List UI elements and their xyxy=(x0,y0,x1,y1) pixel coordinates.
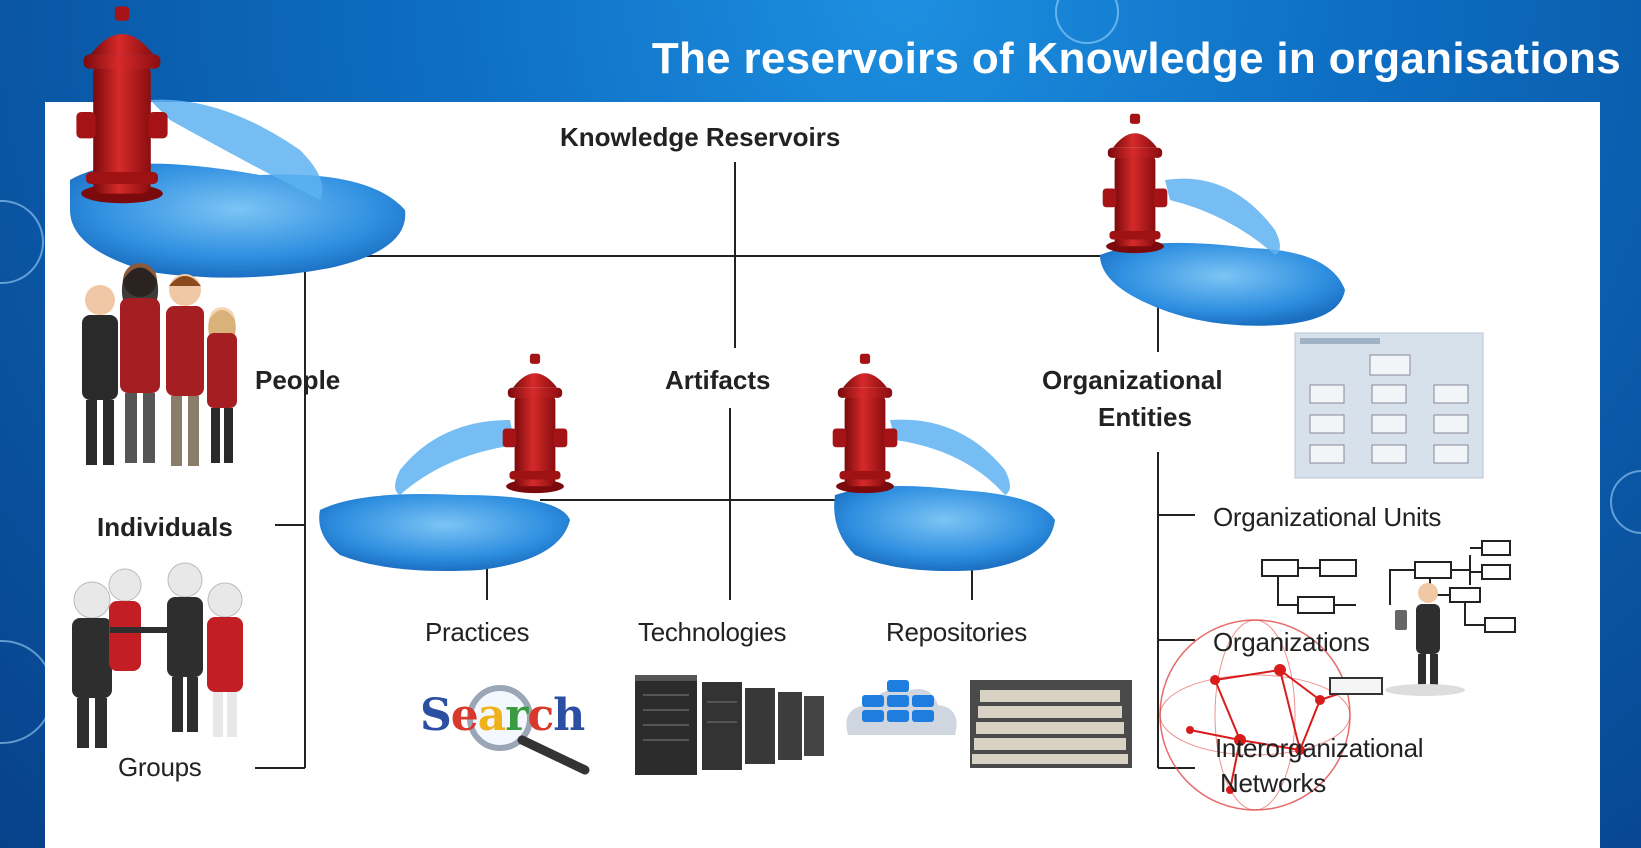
search-logo-letter: e xyxy=(450,690,479,741)
search-logo-letter: c xyxy=(527,690,554,741)
handshake-group-icon xyxy=(72,562,243,748)
presenter-icon xyxy=(1385,583,1465,696)
search-logo: Search xyxy=(420,690,585,741)
fire-hydrant-icon xyxy=(319,353,570,571)
repositories-label: Repositories xyxy=(886,617,1027,647)
networks-label: Networks xyxy=(1220,768,1326,798)
groups-label: Groups xyxy=(118,752,202,782)
root-label: Knowledge Reservoirs xyxy=(560,122,841,152)
search-logo-letter: S xyxy=(420,690,452,741)
people-group-icon xyxy=(82,263,237,466)
branch-org-entities-label-2: Entities xyxy=(1098,402,1192,432)
search-logo-letter: a xyxy=(477,690,506,741)
fire-hydrant-icon xyxy=(832,353,1055,571)
fire-hydrant-icon xyxy=(70,6,406,278)
magnifier-icon xyxy=(467,685,590,775)
search-logo-letter: r xyxy=(505,690,528,741)
individuals-label: Individuals xyxy=(97,512,233,542)
practices-label: Practices xyxy=(425,617,530,647)
org-chart-icon xyxy=(1294,332,1484,479)
search-logo-letter: h xyxy=(553,690,585,741)
branch-org-entities-label-1: Organizational xyxy=(1042,365,1223,395)
slide-title: The reservoirs of Knowledge in organisat… xyxy=(651,34,1621,83)
fire-hydrant-icon xyxy=(1100,113,1345,326)
cloud-database-icon xyxy=(846,680,957,735)
interorganizational-label: Interorganizational xyxy=(1215,733,1424,763)
organizations-label: Organizations xyxy=(1213,627,1370,657)
file-drawer-icon xyxy=(970,680,1132,768)
branch-people-label: People xyxy=(255,365,341,395)
connector-lines xyxy=(255,162,1195,769)
network-globe-icon xyxy=(1159,619,1383,811)
branch-artifacts-label: Artifacts xyxy=(665,365,771,395)
org-units-label: Organizational Units xyxy=(1213,502,1442,532)
technologies-label: Technologies xyxy=(638,617,787,647)
server-rack-icon xyxy=(635,675,824,775)
org-units-icon xyxy=(1261,540,1516,633)
